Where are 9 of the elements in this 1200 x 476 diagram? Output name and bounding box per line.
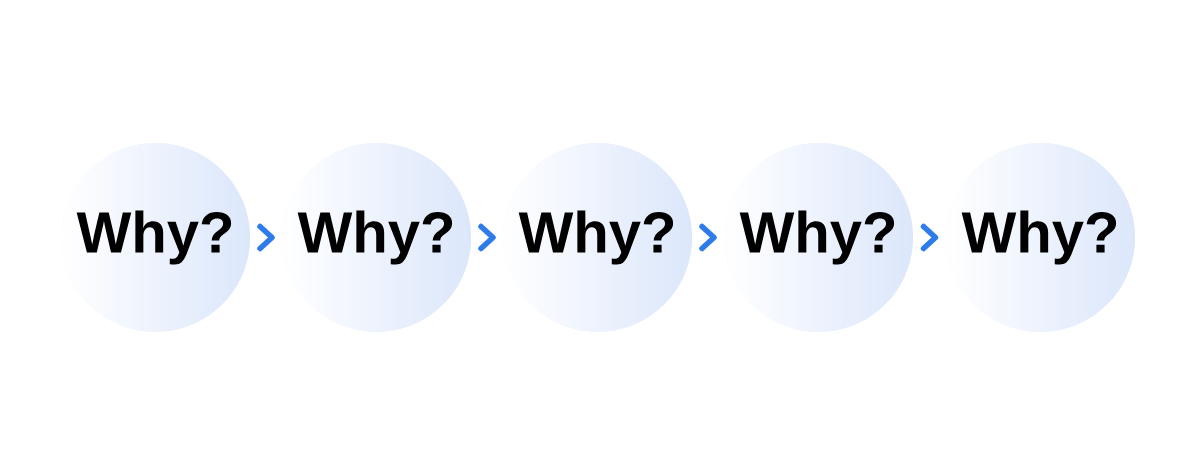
question-text: Why? xyxy=(739,210,895,265)
question-text: Why? xyxy=(297,210,453,265)
question-text: Why? xyxy=(76,210,232,265)
chevron-arrow xyxy=(699,223,717,252)
chevron-arrow xyxy=(478,223,496,252)
chevron-arrow xyxy=(257,223,275,252)
question-text: Why? xyxy=(961,210,1117,265)
question-text: Why? xyxy=(518,210,674,265)
chevron-arrow xyxy=(920,223,939,252)
